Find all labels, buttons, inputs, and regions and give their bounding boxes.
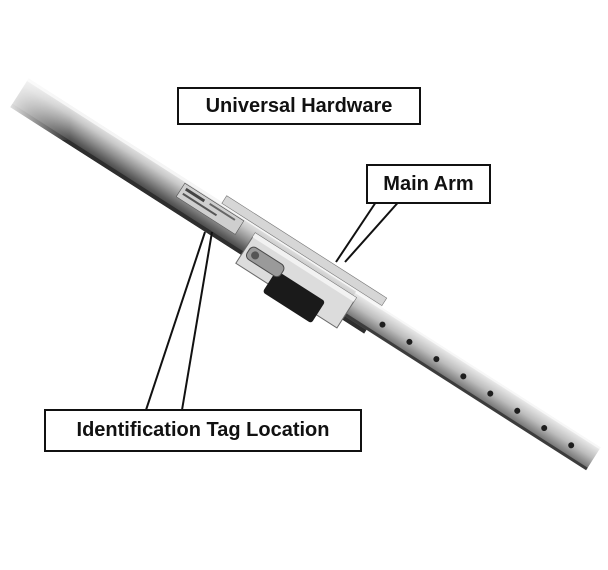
identification-tag-location-label: Identification Tag Location bbox=[44, 409, 362, 452]
identification-tag bbox=[175, 182, 245, 235]
slotted-arm bbox=[341, 291, 601, 471]
arm-bracket bbox=[235, 232, 358, 329]
main-arm-leader bbox=[335, 195, 403, 263]
connector-block bbox=[263, 271, 325, 323]
arm-holes bbox=[379, 321, 575, 449]
main-arm-label: Main Arm bbox=[366, 164, 491, 204]
identification-tag-leader bbox=[145, 231, 213, 411]
universal-hardware-label: Universal Hardware bbox=[177, 87, 421, 125]
